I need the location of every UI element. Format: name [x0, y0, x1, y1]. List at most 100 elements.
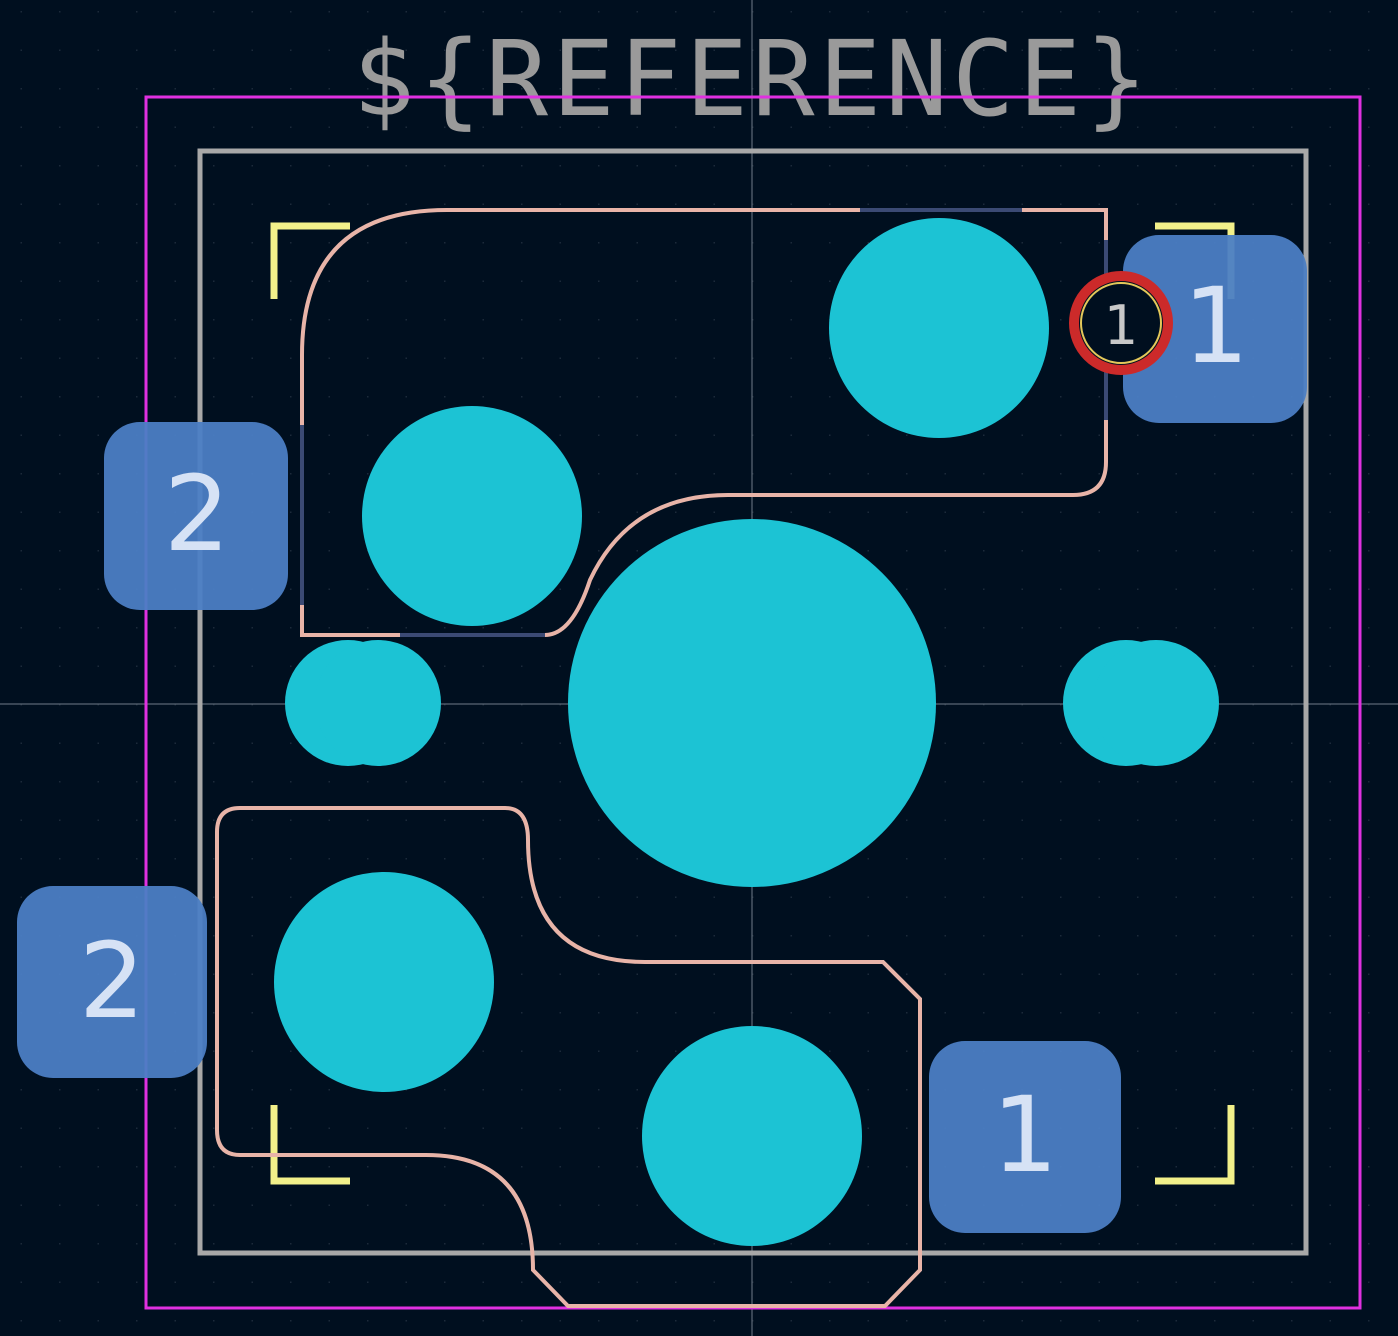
grid-dot — [829, 165, 831, 167]
grid-dot — [1137, 550, 1139, 552]
grid-dot — [444, 627, 446, 629]
grid-dot — [174, 1127, 176, 1129]
grid-dot — [59, 1204, 61, 1206]
grid-dot — [290, 1127, 292, 1129]
lower-cutout-outline[interactable] — [215, 806, 922, 1308]
grid-dot — [829, 1243, 831, 1245]
grid-dot — [97, 511, 99, 513]
grid-dot — [1291, 819, 1293, 821]
fab-outline[interactable] — [197, 148, 1309, 1256]
grid-dot — [559, 858, 561, 860]
grid-dot — [213, 203, 215, 205]
grid-dot — [1329, 858, 1331, 860]
grid-dot — [559, 1166, 561, 1168]
grid-dot — [1175, 1243, 1177, 1245]
grid-dot — [251, 126, 253, 128]
grid-dot — [906, 588, 908, 590]
grid-dot — [482, 88, 484, 90]
grid-dot — [1252, 1320, 1254, 1322]
pad-2-left-upper[interactable]: 2 — [104, 422, 288, 610]
grid-dot — [367, 396, 369, 398]
grid-dot — [1098, 896, 1100, 898]
grid-dot — [174, 665, 176, 667]
grid-dot — [1021, 665, 1023, 667]
slot-hole-right[interactable] — [1063, 640, 1219, 766]
drill-hole-lower-left[interactable] — [274, 872, 494, 1092]
grid-dot — [790, 396, 792, 398]
grid-dot — [752, 11, 754, 13]
center-mounting-hole[interactable] — [568, 519, 936, 887]
grid-dot — [20, 396, 22, 398]
grid-dot — [1291, 1204, 1293, 1206]
slot-hole-left-end-b[interactable] — [315, 640, 441, 766]
grid-dot — [251, 819, 253, 821]
grid-dot — [713, 280, 715, 282]
grid-dot — [1175, 1127, 1177, 1129]
grid-dot — [559, 1320, 561, 1322]
grid-dot — [1329, 588, 1331, 590]
pad-shape[interactable] — [1123, 235, 1307, 423]
grid-dot — [598, 11, 600, 13]
grid-dot — [328, 1320, 330, 1322]
grid-dot — [790, 1281, 792, 1283]
pad-shape[interactable] — [17, 886, 207, 1078]
slot-hole-right-end-b[interactable] — [1093, 640, 1219, 766]
grid-dot — [598, 550, 600, 552]
pad-1-bottom-right[interactable]: 1 — [929, 1041, 1121, 1233]
grid-dot — [1021, 165, 1023, 167]
pad-1-top-right[interactable]: 1 — [1123, 235, 1307, 423]
silkscreen-corner-bottom-left — [270, 1105, 350, 1185]
grid-dot — [174, 319, 176, 321]
grid-dot — [1368, 1127, 1370, 1129]
slot-hole-left[interactable] — [285, 640, 441, 766]
grid-dot — [983, 11, 985, 13]
drill-holes[interactable] — [274, 218, 1219, 1246]
grid-dot — [944, 1012, 946, 1014]
pad-shape[interactable] — [104, 422, 288, 610]
grid-dot — [405, 781, 407, 783]
grid-dot — [521, 1166, 523, 1168]
grid-dot — [752, 1281, 754, 1283]
pad-2-left-lower[interactable]: 2 — [17, 886, 207, 1078]
board-cutout-outlines[interactable] — [215, 208, 1108, 1308]
grid-dot — [97, 49, 99, 51]
grid-dot — [713, 896, 715, 898]
drill-hole-upper-right[interactable] — [829, 218, 1049, 438]
upper-cutout-outline[interactable] — [300, 208, 1108, 637]
grid-dot — [752, 165, 754, 167]
pin1-marker[interactable]: 1 — [1069, 271, 1173, 375]
drill-hole-lower-center[interactable] — [642, 1026, 862, 1246]
drill-hole-upper-left[interactable] — [362, 406, 582, 626]
grid-dot — [1252, 704, 1254, 706]
grid-dot — [713, 242, 715, 244]
grid-dot — [559, 11, 561, 13]
grid-dot — [367, 1281, 369, 1283]
grid-dot — [482, 49, 484, 51]
grid-dot — [675, 1320, 677, 1322]
grid-dot — [1021, 704, 1023, 706]
pin1-marker-ring[interactable] — [1069, 271, 1173, 375]
pad-shape[interactable] — [929, 1041, 1121, 1233]
grid-dot — [444, 858, 446, 860]
grid-dot — [1291, 11, 1293, 13]
grid-dot — [59, 126, 61, 128]
grid-dot — [328, 1243, 330, 1245]
grid-dot — [559, 396, 561, 398]
grid-dot — [675, 165, 677, 167]
reference-designator-text[interactable]: ${REFERENCE} — [352, 18, 1151, 140]
grid-dot — [675, 203, 677, 205]
pin1-marker-label: 1 — [1104, 294, 1138, 357]
grid-dot — [20, 1320, 22, 1322]
grid-dot — [867, 242, 869, 244]
grid-dot — [1368, 203, 1370, 205]
grid-dot — [906, 49, 908, 51]
grid-dot — [1368, 280, 1370, 282]
grid-dot — [328, 49, 330, 51]
grid-dot — [20, 627, 22, 629]
grid-dot — [752, 935, 754, 937]
grid-dot — [1137, 1050, 1139, 1052]
grid-dot — [97, 550, 99, 552]
grid-dot — [59, 11, 61, 13]
grid-dot — [790, 11, 792, 13]
